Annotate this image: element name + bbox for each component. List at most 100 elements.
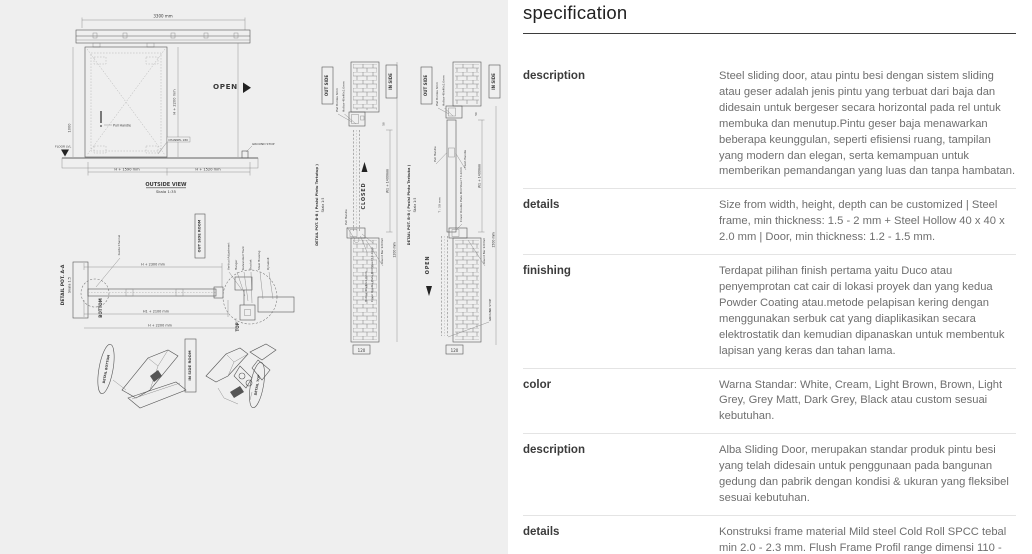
inside-box [488, 64, 501, 99]
bbo-callout-5: Cover Double Plate Mild Steel T 1.2mm [459, 167, 463, 222]
bbo-callout-2: Hollow 40x40x2.0mm [442, 75, 446, 106]
aa-dim1: H + 2300 mm [141, 263, 166, 267]
detail-3d-views: DETAIL BOTTOM IN SIDE ROOM DETAIL TOP [97, 338, 277, 409]
bottom-label: BOTTOM [98, 298, 103, 317]
spec-row-details-2: details Konstruksi frame material Mild s… [523, 516, 1016, 554]
outside-room-label: OUT SIDE ROOM [197, 219, 201, 252]
hanger-plate [146, 42, 155, 48]
base-box [445, 344, 464, 355]
guide-callout: Guide Channel [117, 234, 121, 255]
outside-box [321, 66, 334, 105]
spec-row-label: description [523, 444, 585, 457]
bbc-callout-4: Hollow 40x40x2.0mm [364, 271, 368, 302]
bbc-callout-5: Cover Double Plate Mild Steel T 1.2mm [370, 247, 374, 302]
section-bb-open: DETAIL POT. B-B ( Posisi Pintu Terbuka )… [407, 61, 501, 355]
section-aa-scale: Skala 1:5 [68, 277, 72, 293]
spec-row-description-1: description Steel sliding door, atau pin… [523, 34, 1016, 190]
hanger-plate [92, 42, 101, 48]
detail-balloon [80, 278, 110, 308]
dim-top-label: 3300 mm [153, 14, 172, 19]
bbo-dim1: W1 + 1400mm [478, 164, 482, 188]
bbc-callout-1: Plat Bordes 3mm [335, 88, 339, 112]
open-arrow-icon [243, 82, 251, 93]
section-aa-title: DETAIL POT. A-A [60, 264, 66, 305]
closed-arrow-icon [361, 162, 368, 172]
detail-top-sketch [205, 347, 249, 383]
inside-room-label: IN SIDE ROOM [187, 350, 192, 381]
spec-row-value: Steel sliding door, atau pintu besi deng… [719, 70, 1016, 178]
aa-callout-4: Bracket [249, 258, 253, 270]
spec-panel: specification description Steel sliding … [508, 0, 1032, 554]
drawing-panel: 3300 mm Pull [0, 0, 508, 554]
wall-bottom [452, 237, 482, 343]
wall-bottom [350, 237, 380, 343]
roller [233, 32, 239, 39]
spec-row-value: Konstruksi frame material Mild steel Col… [719, 525, 1007, 554]
closed-label: CLOSED [361, 183, 367, 210]
technical-drawing: 3300 mm Pull [55, 14, 501, 409]
detail-bottom-label: DETAIL BOTTOM [102, 354, 111, 383]
floor-lvl-label: FLOOR LVL [55, 145, 71, 149]
bbc-callout-3: Pull Handle [344, 209, 348, 225]
section-aa: DETAIL POT. A-A Skala 1:5 BOTTOM OUT SID… [60, 213, 295, 332]
inside-room-box [184, 338, 197, 393]
bbo-callout-3: Pull Handle [433, 146, 437, 162]
roller [170, 32, 176, 39]
bbo-callout-6: Round Bar 120mm [482, 238, 486, 264]
bbc-dim2: 1200 mm [393, 242, 397, 257]
door-inner-frame [90, 52, 162, 152]
track-box [348, 111, 366, 127]
detail-top-balloon [249, 362, 265, 408]
aa-callout-3: Galvanized Track [241, 246, 245, 270]
ground-hatch [61, 157, 259, 169]
bbc-scale: Skala 1:5 [321, 198, 325, 213]
front-view: 3300 mm Pull [55, 14, 275, 195]
outside-box [420, 66, 433, 105]
bbc-callout-6: Round Bar 120mm [380, 238, 384, 264]
bbc-title: DETAIL POT. B-B ( Posisi Pintu Tertutup … [315, 164, 319, 246]
front-view-scale: Skala 1:35 [156, 189, 177, 194]
spec-table: description Steel sliding door, atau pin… [523, 34, 1016, 554]
spec-row-label: color [523, 378, 552, 391]
page-title: specification [523, 2, 628, 23]
top-label: TOP [235, 322, 240, 331]
bbc-dim1: W1 + 1400mm [386, 169, 390, 193]
open-label: OPEN [213, 82, 238, 91]
bbo-dim4: 50 [474, 112, 478, 116]
spec-row-color: color Warna Standar: White, Cream, Light… [523, 369, 1016, 435]
dim-bottom-right-label: H + 1520 mm [195, 168, 221, 172]
steel-housing [234, 276, 253, 291]
bbo-callout-1: Plat Bordes 3mm [435, 82, 439, 106]
door-open [446, 119, 457, 233]
front-view-title: OUTSIDE VIEW [145, 182, 187, 188]
roller [203, 32, 209, 39]
open-state-label: OPEN [425, 256, 431, 275]
hanger-roller-3d [238, 372, 246, 380]
spec-row-label: details [523, 199, 560, 212]
aa-callout-2: Hanger [234, 259, 238, 270]
bbc-base-dim: 120 [358, 348, 366, 353]
roller [122, 32, 128, 39]
bbo-inside-label: IN SIDE [491, 73, 496, 90]
bbc-callout-2: Hollow 40x40x2.0mm [342, 81, 346, 112]
wall-section [72, 261, 89, 319]
base-box [352, 344, 371, 355]
aa-callout-6: Dynabolt [266, 256, 270, 270]
callout-box [166, 136, 191, 143]
open-arrow-down-icon [426, 286, 432, 296]
dim-height-label: H + 2200 mm [173, 89, 177, 115]
track-box [445, 105, 463, 119]
detail-bottom-balloon [97, 344, 115, 394]
bbo-ground-stop: GROUND STOP [488, 299, 492, 322]
spec-row-value: Size from width, height, depth can be cu… [719, 199, 1005, 244]
pull-handle-mark [353, 237, 360, 243]
channel-label: CHANNEL 180 [168, 138, 188, 142]
ground-stop [241, 150, 249, 159]
dim-bottom-left-label: H + 1590 mm [114, 168, 140, 172]
spec-row-label: description [523, 70, 585, 82]
bbo-outside-label: OUT SIDE [423, 75, 428, 96]
door-end-cap [213, 286, 224, 299]
spec-row-label: finishing [523, 265, 571, 278]
bbc-inside-label: IN SIDE [388, 73, 393, 90]
